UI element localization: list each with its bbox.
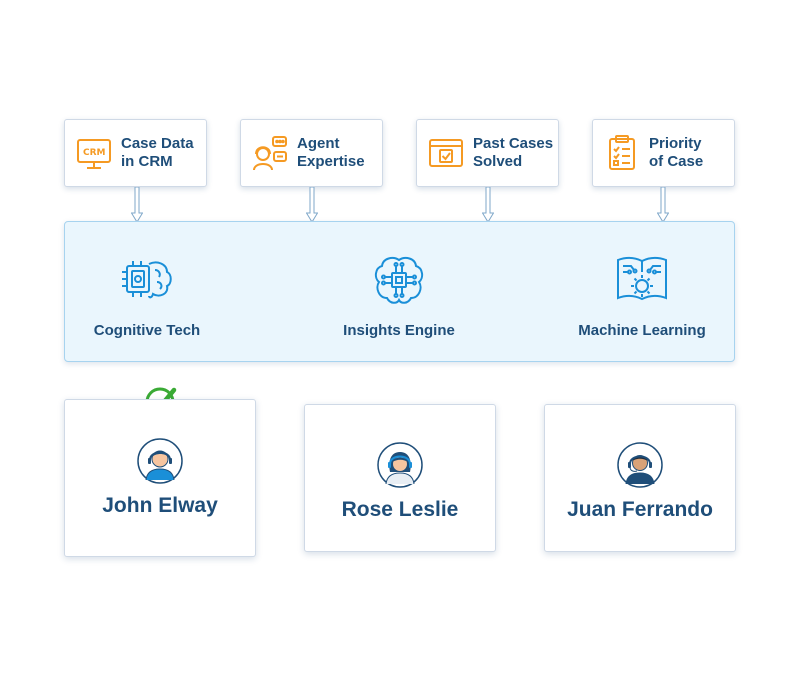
input-label: Agent Expertise [297, 135, 365, 170]
module-cognitive-tech: Cognitive Tech [91, 252, 203, 339]
chip-brain-icon [122, 261, 172, 299]
agent-name: Rose Leslie [341, 498, 459, 521]
module-insights-engine: Insights Engine [337, 252, 461, 339]
input-priority: Priority of Case [592, 119, 735, 187]
agent-card[interactable]: Rose Leslie [304, 404, 496, 552]
agent-avatar-icon [617, 442, 663, 488]
down-arrow-icon [657, 187, 669, 223]
agent-card-selected[interactable]: John Elway [64, 399, 256, 557]
input-label: Priority of Case [649, 135, 704, 170]
book-gear-icon [617, 256, 667, 301]
down-arrow-icon [482, 187, 494, 223]
input-case-data: CRM Case Data in CRM [64, 119, 207, 187]
agent-name: John Elway [102, 494, 218, 517]
agent-card[interactable]: Juan Ferrando [544, 404, 736, 552]
input-past-cases: Past Cases Solved [416, 119, 559, 187]
ai-engine-panel: Cognitive Tech Insights Engine [64, 221, 735, 362]
clipboard-checklist-icon [609, 135, 635, 170]
agent-avatar-icon [377, 442, 423, 488]
module-machine-learning: Machine Learning [570, 252, 714, 339]
agent-name: Juan Ferrando [567, 498, 713, 521]
input-agent-expertise: Agent Expertise [240, 119, 383, 187]
solved-window-icon [429, 139, 463, 167]
down-arrow-icon [306, 187, 318, 223]
input-label: Past Cases Solved [473, 135, 554, 170]
module-label: Cognitive Tech [93, 322, 201, 339]
module-label: Insights Engine [343, 322, 455, 339]
module-label: Machine Learning [578, 322, 706, 339]
agent-chat-icon [253, 136, 287, 171]
down-arrow-icon [131, 187, 143, 223]
crm-monitor-icon: CRM [77, 139, 111, 169]
agent-avatar-icon [137, 438, 183, 484]
circuit-brain-icon [374, 257, 424, 304]
svg-text:CRM: CRM [83, 148, 106, 158]
input-label: Case Data in CRM [121, 135, 194, 170]
